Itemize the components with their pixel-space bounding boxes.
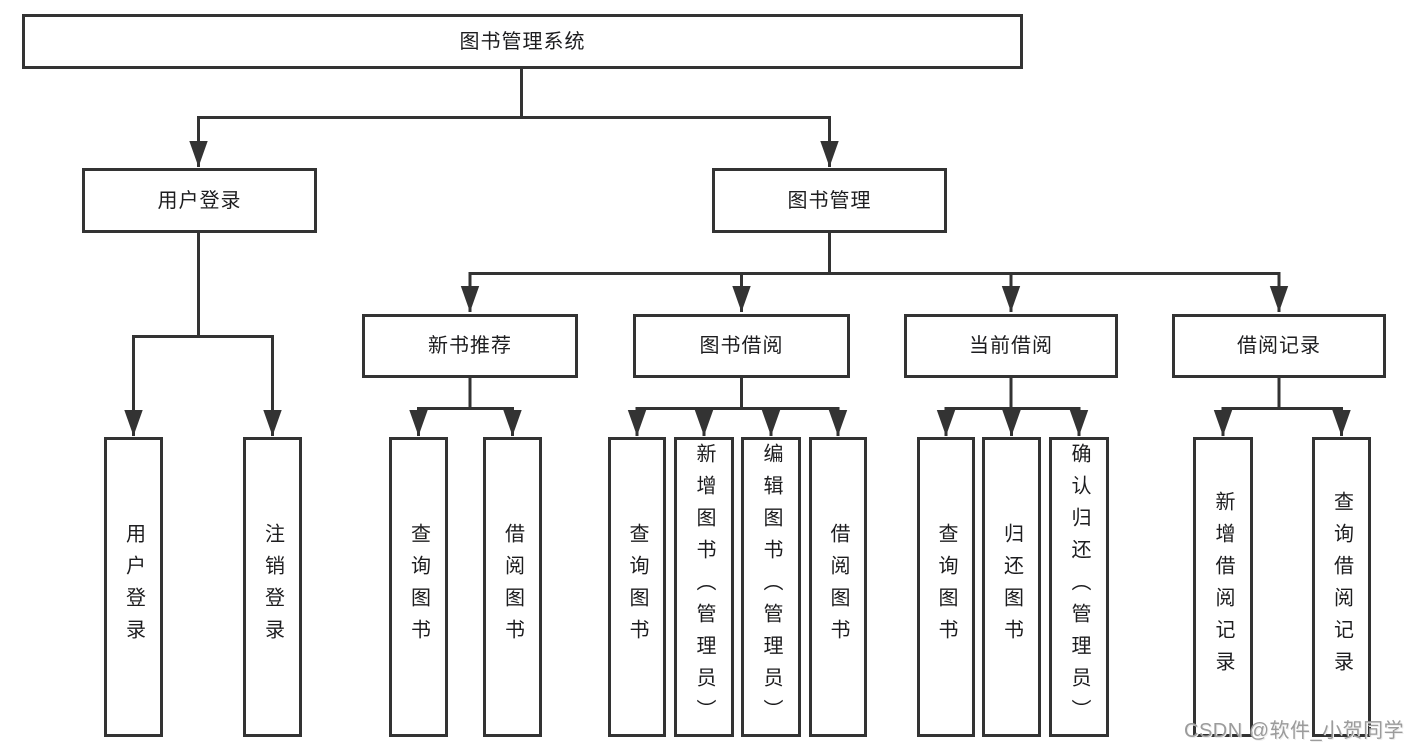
leaf-query-books-current: 查询图书 bbox=[917, 437, 975, 737]
node-new-book-recommendation: 新书推荐 bbox=[362, 314, 578, 378]
node-book-management: 图书管理 bbox=[712, 168, 947, 233]
leaf-borrow-books-borrowing: 借阅图书 bbox=[809, 437, 867, 737]
leaf-logout: 注销登录 bbox=[243, 437, 302, 737]
leaf-query-books-recommend: 查询图书 bbox=[389, 437, 448, 737]
leaf-borrow-books-recommend: 借阅图书 bbox=[483, 437, 542, 737]
csdn-watermark: CSDN @软件_小贺同学 bbox=[1184, 720, 1405, 742]
node-borrowing-records: 借阅记录 bbox=[1172, 314, 1386, 378]
leaf-confirm-return-admin: 确认归还（管理员） bbox=[1049, 437, 1109, 737]
node-user-login: 用户登录 bbox=[82, 168, 317, 233]
leaf-query-books-borrowing: 查询图书 bbox=[608, 437, 666, 737]
leaf-return-books: 归还图书 bbox=[982, 437, 1041, 737]
leaf-user-login: 用户登录 bbox=[104, 437, 163, 737]
leaf-edit-book-admin: 编辑图书（管理员） bbox=[741, 437, 801, 737]
node-book-borrowing: 图书借阅 bbox=[633, 314, 850, 378]
node-library-management-system: 图书管理系统 bbox=[22, 14, 1023, 69]
leaf-query-borrow-record: 查询借阅记录 bbox=[1312, 437, 1371, 737]
leaf-add-borrow-record: 新增借阅记录 bbox=[1193, 437, 1253, 737]
node-current-borrowing: 当前借阅 bbox=[904, 314, 1118, 378]
leaf-add-book-admin: 新增图书（管理员） bbox=[674, 437, 734, 737]
